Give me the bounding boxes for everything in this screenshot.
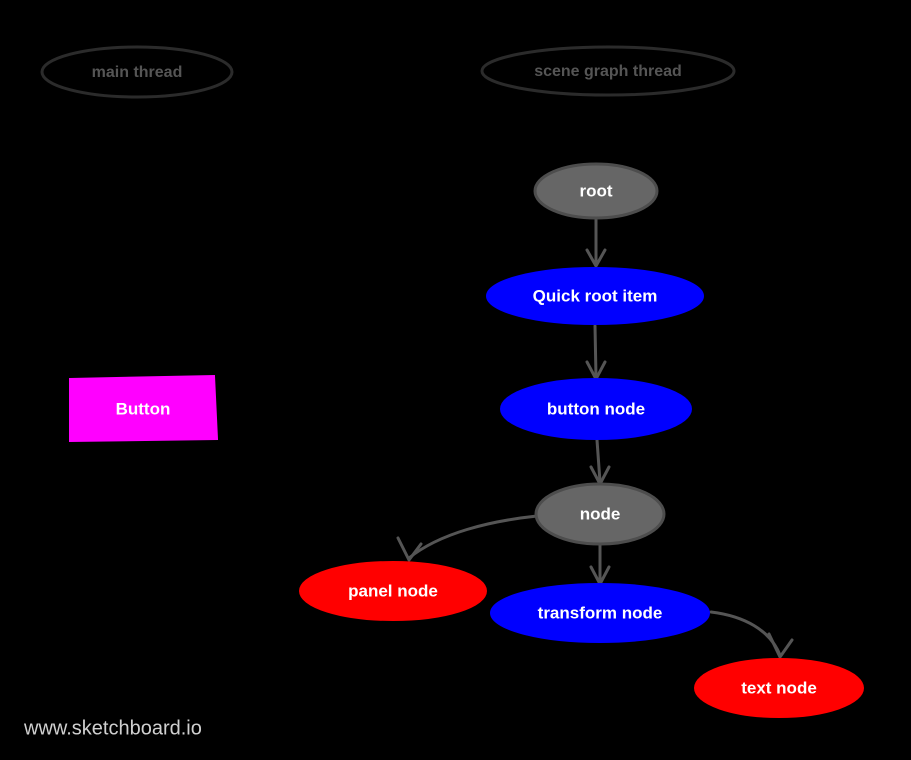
node-button-node-shape [500,378,692,440]
node-transform-node[interactable]: transform node [490,583,710,643]
edge-line [593,324,598,379]
edge-line [407,514,539,560]
watermark-label: www.sketchboard.io [23,717,202,739]
arrow-head-icon [585,248,607,268]
node-button[interactable]: Button [69,374,219,443]
node-panel-node[interactable]: panel node [299,561,487,621]
edge-node-to-transform-node[interactable] [589,543,611,586]
arrow-head-icon [767,632,794,659]
swimlane-scene-graph-thread-ellipse [480,45,736,97]
edge-button-node-to-node[interactable] [589,438,611,486]
node-panel-node-shape [299,561,487,621]
swimlane-group: main thread scene graph thread [40,45,736,99]
node-quick-root-item[interactable]: Quick root item [486,267,704,325]
node-group: root Quick root item Button button node … [69,162,864,718]
node-node[interactable]: node [534,482,666,546]
node-button-shape [69,374,219,443]
node-root-shape [533,162,659,220]
node-transform-node-shape [490,583,710,643]
edge-quick-root-item-to-button-node[interactable] [585,324,607,381]
node-text-node[interactable]: text node [694,658,864,718]
edge-node-to-panel-node[interactable] [396,514,539,562]
node-root[interactable]: root [533,162,659,220]
swimlane-main-thread[interactable]: main thread [40,45,234,99]
swimlane-main-thread-ellipse [40,45,234,99]
arrow-head-icon [396,536,423,562]
swimlane-scene-graph-thread-label: scene graph thread [534,63,682,80]
node-text-node-shape [694,658,864,718]
edge-root-to-quick-root-item[interactable] [585,218,607,268]
swimlane-scene-graph-thread[interactable]: scene graph thread [480,45,736,97]
node-node-shape [534,482,666,546]
edge-transform-node-to-text-node[interactable] [709,610,794,659]
edge-line [595,438,602,484]
swimlane-main-thread-label: main thread [92,64,183,81]
node-button-node[interactable]: button node [500,378,692,440]
node-quick-root-item-shape [486,267,704,325]
